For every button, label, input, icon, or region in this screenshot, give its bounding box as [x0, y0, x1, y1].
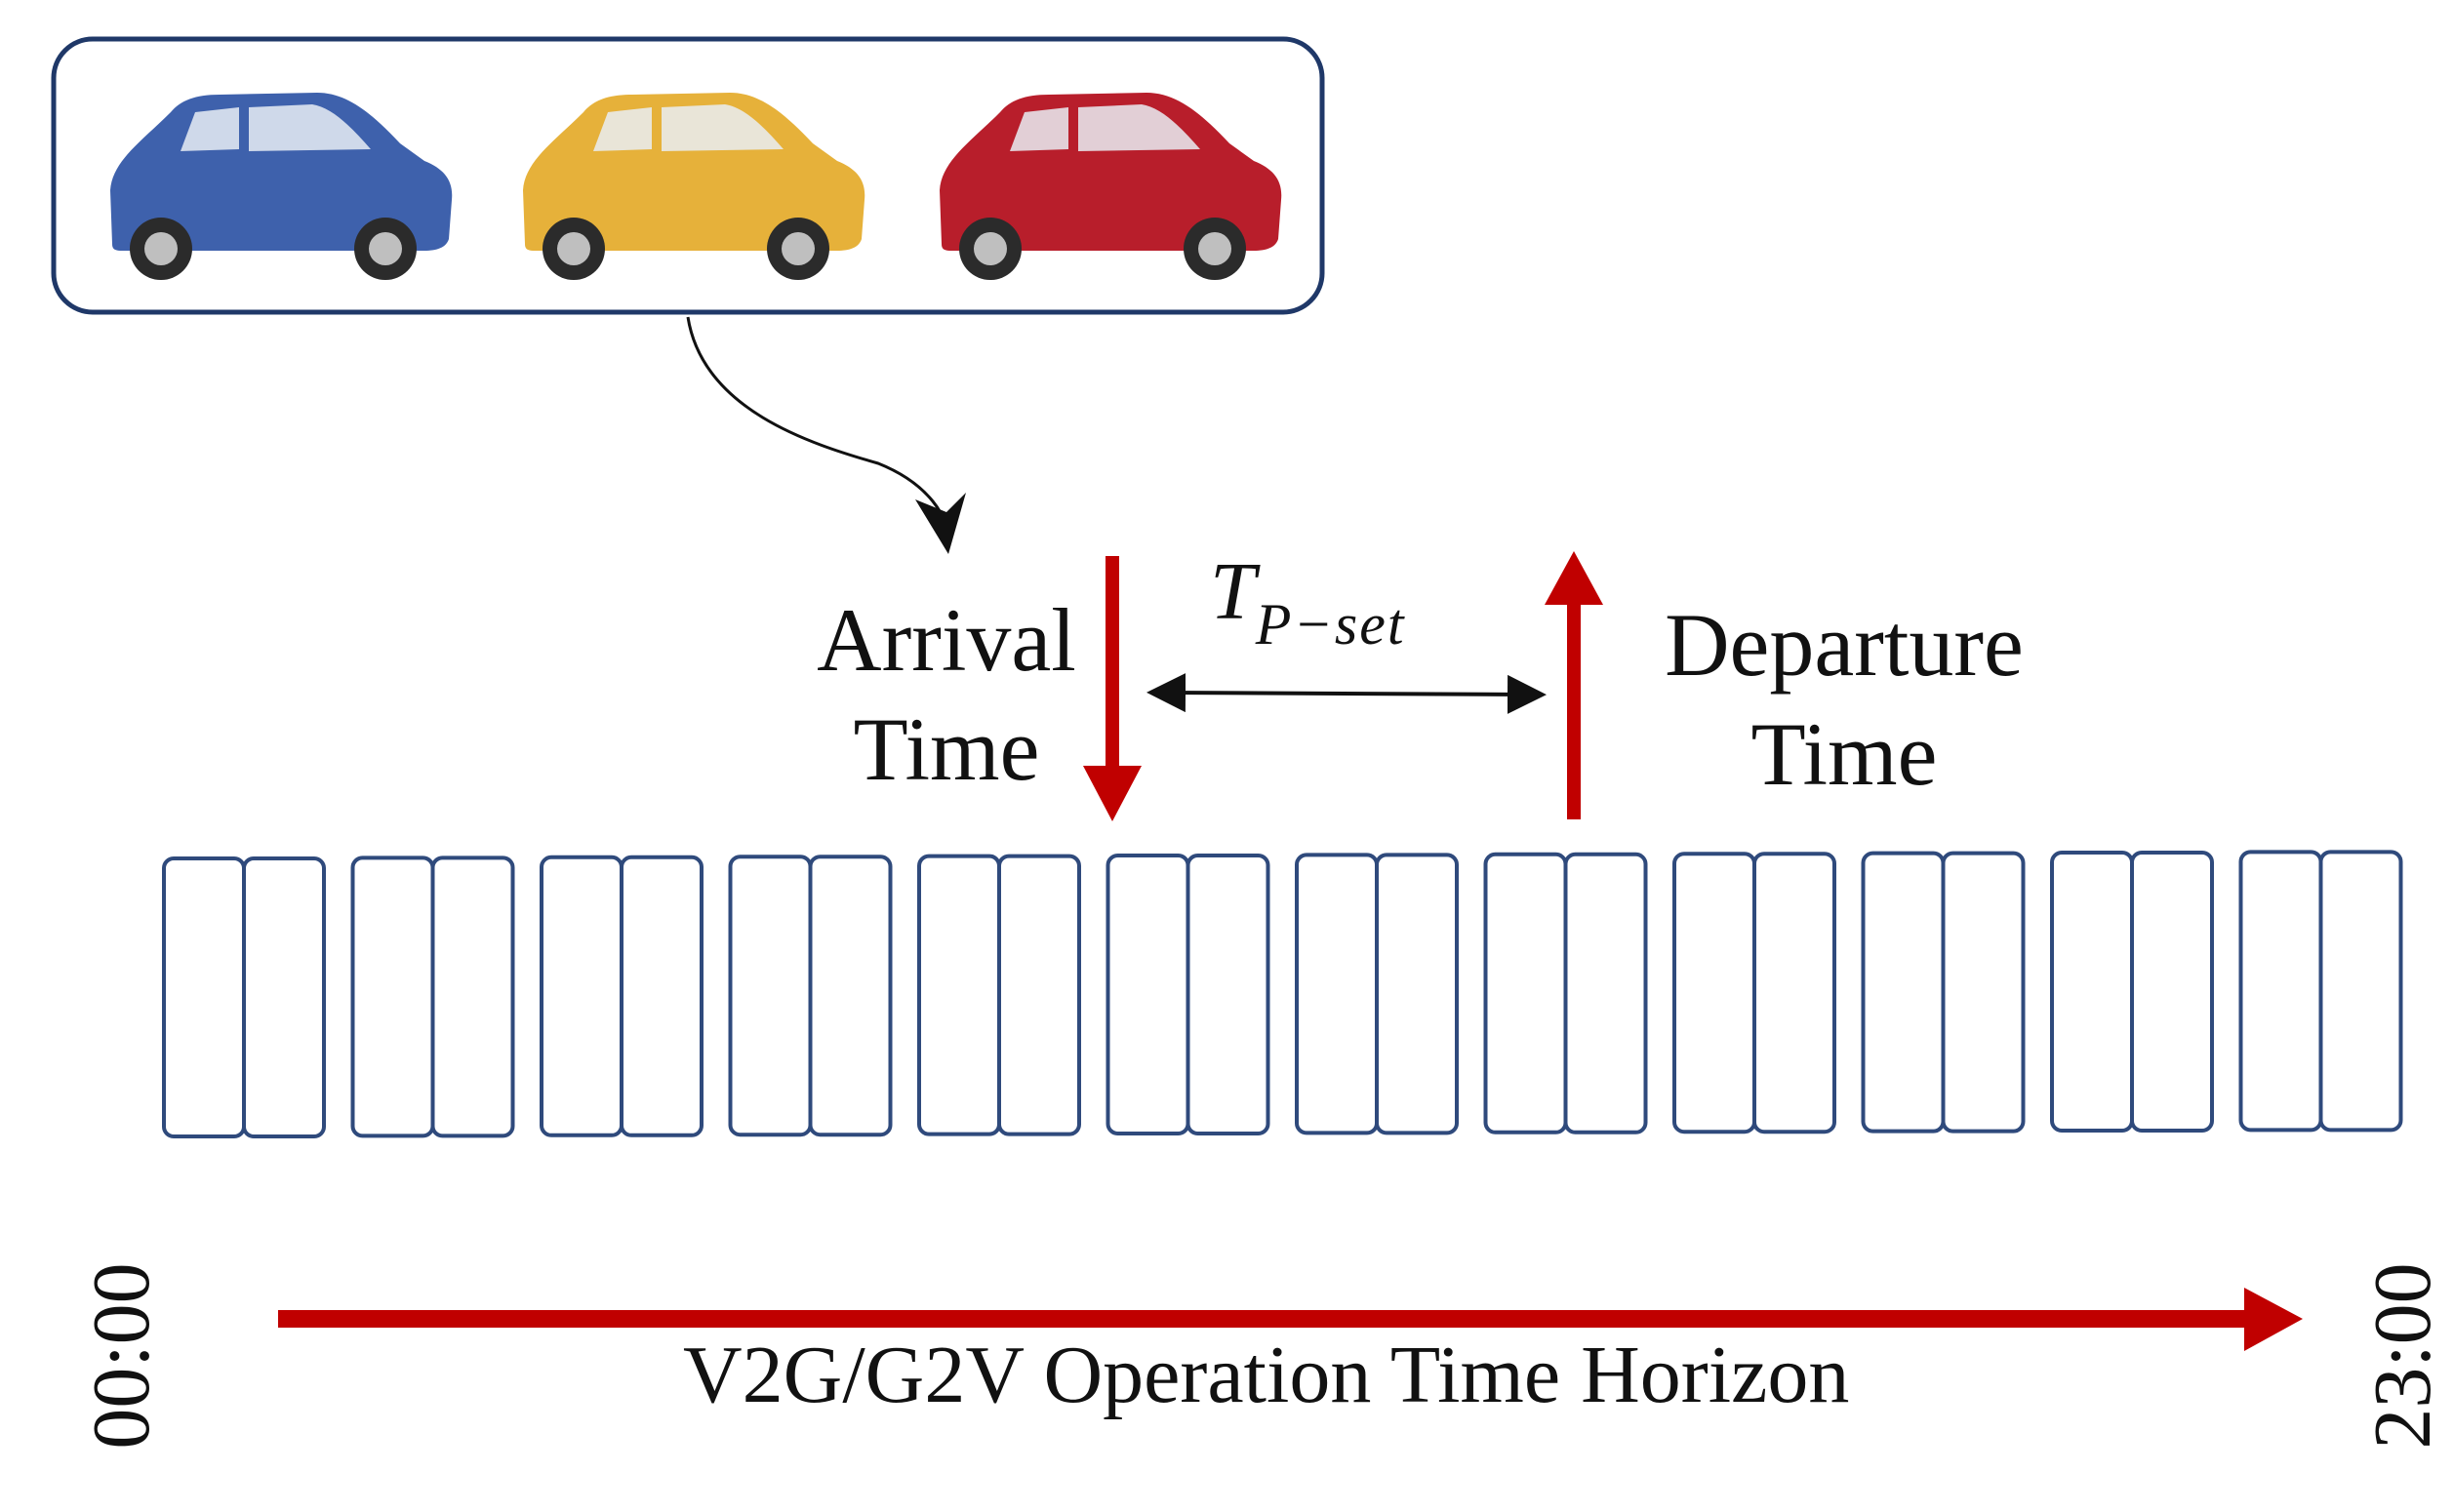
time-slot-group	[1295, 853, 1459, 1135]
time-slot	[1672, 852, 1756, 1134]
departure-time-label: Departure Time	[1639, 590, 2049, 809]
horizon-arrow-head	[2244, 1288, 2303, 1351]
fleet-to-arrival-arrowhead	[915, 493, 966, 554]
tpset-label: TP−set	[1210, 551, 1406, 655]
departure-label-line2: Time	[1750, 704, 1938, 804]
horizon-arrow-shaft	[278, 1310, 2259, 1328]
wheel-hub	[974, 232, 1007, 265]
time-slot-group	[1483, 852, 1648, 1134]
time-slot-group	[350, 855, 515, 1138]
arrival-label-line1: Arrival	[817, 590, 1076, 690]
tpset-symbol: T	[1210, 546, 1256, 637]
yellow-car	[523, 93, 865, 280]
time-slot	[997, 854, 1081, 1136]
car-window-rear	[1010, 107, 1068, 151]
time-slot	[1375, 853, 1459, 1135]
car-window-front	[249, 104, 371, 151]
time-slot	[162, 856, 246, 1138]
time-slot	[350, 855, 435, 1138]
time-slot	[917, 854, 1001, 1136]
car-window-front	[1078, 104, 1200, 151]
arrival-time-label: Arrival Time	[800, 585, 1093, 804]
wheel-hub	[782, 232, 815, 265]
wheel-hub	[1198, 232, 1231, 265]
car-window-rear	[181, 107, 239, 151]
time-slot	[540, 855, 623, 1137]
arrival-arrow-head	[1083, 766, 1142, 821]
wheel-hub	[557, 232, 590, 265]
wheel-hub	[369, 232, 402, 265]
time-slot-group	[162, 856, 326, 1138]
tpset-subscript: P−set	[1255, 592, 1406, 657]
time-slot	[620, 855, 704, 1137]
vehicle-group	[110, 93, 1282, 280]
time-slot	[2318, 850, 2403, 1133]
start-time-label: 00:00	[76, 1262, 167, 1450]
time-slot-group	[2238, 850, 2403, 1133]
time-slot-group	[728, 855, 893, 1137]
time-slot	[2050, 851, 2134, 1133]
time-slot-group	[1861, 851, 2026, 1134]
time-slot	[1752, 852, 1836, 1134]
departure-arrow-shaft	[1567, 600, 1581, 819]
time-slot	[2238, 850, 2323, 1133]
time-slot-row	[162, 850, 2403, 1138]
time-slot	[430, 855, 515, 1138]
time-slot-group	[917, 854, 1081, 1136]
arrival-arrow-shaft	[1106, 556, 1119, 771]
wheel-hub	[144, 232, 178, 265]
fleet-to-arrival-arrow	[686, 316, 950, 547]
car-window-front	[662, 104, 784, 151]
time-slot-group	[1672, 852, 1836, 1134]
time-slot	[728, 855, 813, 1137]
time-slot-group	[540, 855, 704, 1137]
time-slot	[1483, 852, 1568, 1134]
time-slot-group	[1106, 854, 1270, 1135]
departure-label-line1: Departure	[1665, 595, 2024, 695]
red-car	[940, 93, 1282, 280]
time-slot	[1861, 851, 1946, 1134]
time-slot	[808, 855, 893, 1137]
time-slot	[242, 856, 326, 1138]
end-time-label: 23:00	[2357, 1262, 2448, 1450]
blue-car	[110, 93, 453, 280]
tpset-duration-arrow	[1146, 673, 1547, 714]
time-slot	[1941, 851, 2026, 1134]
time-slot	[1186, 854, 1270, 1135]
horizon-label: V2G/G2V Operation Time Horizon	[683, 1330, 1850, 1420]
time-slot	[2130, 851, 2214, 1133]
time-slot	[1563, 852, 1648, 1134]
time-slot-group	[2050, 851, 2214, 1133]
departure-arrow-head	[1545, 551, 1603, 605]
time-slot	[1106, 854, 1190, 1135]
time-slot	[1295, 853, 1379, 1135]
car-window-rear	[593, 107, 652, 151]
arrival-label-line2: Time	[853, 699, 1040, 799]
